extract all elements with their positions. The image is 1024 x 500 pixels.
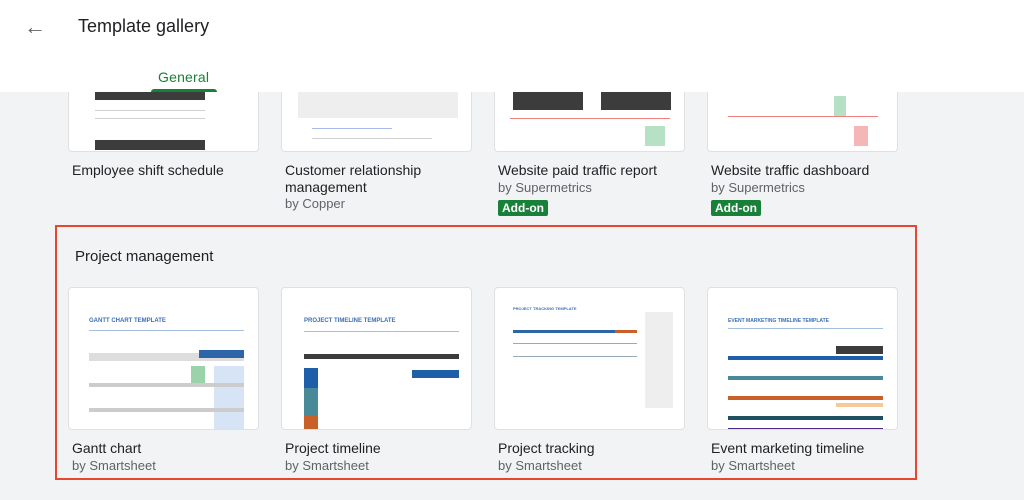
template-name[interactable]: Customer relationship management xyxy=(285,162,422,195)
template-author: by Smartsheet xyxy=(498,458,582,473)
thumb-title: PROJECT TRACKING TEMPLATE xyxy=(513,306,577,311)
template-author: by Smartsheet xyxy=(285,458,369,473)
template-name[interactable]: Website traffic dashboard xyxy=(711,162,870,178)
template-name[interactable]: Project tracking xyxy=(498,440,595,456)
template-name[interactable]: Event marketing timeline xyxy=(711,440,865,456)
app-header: ← Template gallery General xyxy=(0,0,1024,92)
thumb-title: PROJECT TIMELINE TEMPLATE xyxy=(304,318,396,324)
template-author: by Smartsheet xyxy=(72,458,156,473)
template-thumbnail-employee-shift[interactable] xyxy=(68,92,259,152)
addon-badge: Add-on xyxy=(711,200,761,216)
back-arrow-icon[interactable]: ← xyxy=(24,14,46,39)
template-name[interactable]: Project timeline xyxy=(285,440,381,456)
template-name[interactable]: Gantt chart xyxy=(72,440,142,456)
template-name[interactable]: Employee shift schedule xyxy=(72,162,224,178)
tab-general[interactable]: General xyxy=(158,69,210,85)
thumb-title: GANTT CHART TEMPLATE xyxy=(89,318,166,324)
section-title: Project management xyxy=(75,248,214,265)
template-author: by Supermetrics xyxy=(711,180,805,195)
template-author: by Supermetrics xyxy=(498,180,592,195)
template-thumbnail-traffic-dashboard[interactable] xyxy=(707,92,898,152)
addon-badge: Add-on xyxy=(498,200,548,216)
project-management-highlight xyxy=(55,225,917,480)
active-tab-indicator xyxy=(151,89,217,92)
page-title: Template gallery xyxy=(78,16,210,36)
template-thumbnail-crm[interactable] xyxy=(281,92,472,152)
template-thumbnail-paid-traffic[interactable] xyxy=(494,92,685,152)
thumb-title: EVENT MARKETING TIMELINE TEMPLATE xyxy=(728,318,830,324)
template-name[interactable]: Website paid traffic report xyxy=(498,162,658,178)
template-thumbnail-gantt-chart[interactable]: GANTT CHART TEMPLATE xyxy=(68,287,259,430)
template-thumbnail-project-tracking[interactable]: PROJECT TRACKING TEMPLATE xyxy=(494,287,685,430)
template-thumbnail-project-timeline[interactable]: PROJECT TIMELINE TEMPLATE xyxy=(281,287,472,430)
template-author: by Smartsheet xyxy=(711,458,795,473)
template-thumbnail-event-marketing[interactable]: EVENT MARKETING TIMELINE TEMPLATE xyxy=(707,287,898,430)
template-author: by Copper xyxy=(285,196,345,211)
